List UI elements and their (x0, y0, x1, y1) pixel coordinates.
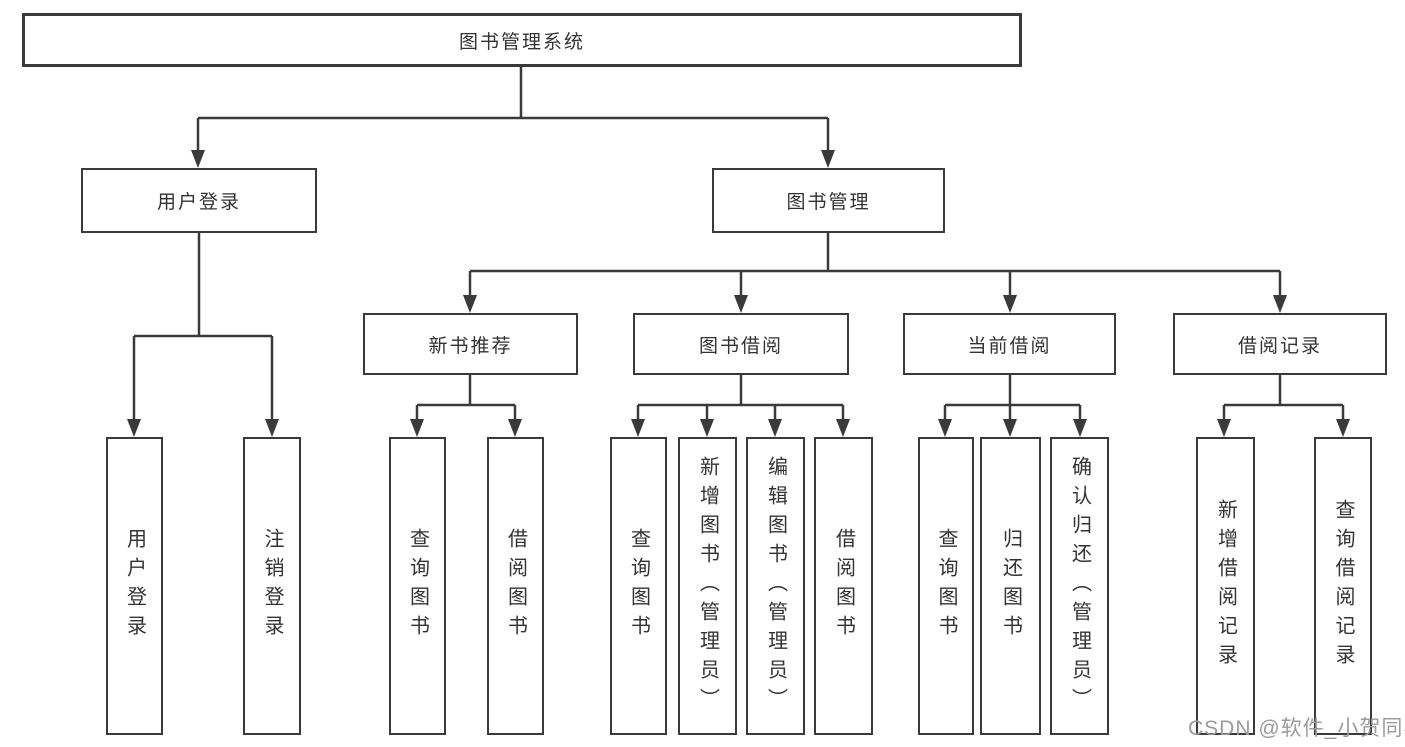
leaf-query-borrow-record: 查询借阅记录 (1314, 437, 1372, 735)
leaf-query-book-borrow: 查询图书 (610, 437, 667, 735)
leaf-confirm-return-admin: 确认归还（管理员） (1050, 437, 1109, 735)
node-root-system: 图书管理系统 (22, 13, 1022, 67)
tree-edges (132, 67, 1345, 421)
leaf-label: 查询图书 (627, 528, 650, 644)
leaf-user-login: 用户登录 (106, 437, 163, 735)
leaf-label: 查询图书 (935, 528, 957, 644)
node-user-login: 用户登录 (81, 168, 317, 233)
node-borrow-records: 借阅记录 (1173, 313, 1387, 375)
leaf-label: 查询图书 (406, 528, 429, 644)
leaf-add-borrow-record: 新增借阅记录 (1196, 437, 1255, 735)
leaf-query-book-recommend: 查询图书 (389, 437, 446, 735)
node-new-book-recommend: 新书推荐 (363, 313, 578, 375)
leaf-add-book-admin: 新增图书（管理员） (678, 437, 737, 735)
leaf-borrow-book: 借阅图书 (814, 437, 873, 735)
leaf-label: 借阅图书 (504, 528, 527, 644)
leaf-label: 查询借阅记录 (1332, 499, 1354, 673)
arrow-down-icons (127, 150, 1350, 437)
leaf-query-book-current: 查询图书 (918, 437, 974, 735)
leaf-label: 新增图书（管理员） (696, 455, 719, 717)
leaf-label: 新增借阅记录 (1214, 499, 1237, 673)
node-current-borrow: 当前借阅 (903, 313, 1116, 375)
leaf-label: 确认归还（管理员） (1068, 455, 1091, 717)
leaf-label: 借阅图书 (832, 528, 855, 644)
leaf-borrow-book-recommend: 借阅图书 (487, 437, 544, 735)
csdn-watermark: CSDN @软件_小贺同学 (1188, 717, 1405, 740)
node-book-borrow: 图书借阅 (633, 313, 849, 375)
leaf-logout: 注销登录 (243, 437, 301, 735)
node-book-management: 图书管理 (712, 168, 945, 233)
leaf-label: 编辑图书（管理员） (764, 455, 787, 717)
leaf-label: 用户登录 (123, 528, 146, 644)
leaf-return-book: 归还图书 (980, 437, 1041, 735)
leaf-label: 注销登录 (261, 528, 283, 644)
leaf-edit-book-admin: 编辑图书（管理员） (746, 437, 805, 735)
leaf-label: 归还图书 (999, 528, 1022, 644)
